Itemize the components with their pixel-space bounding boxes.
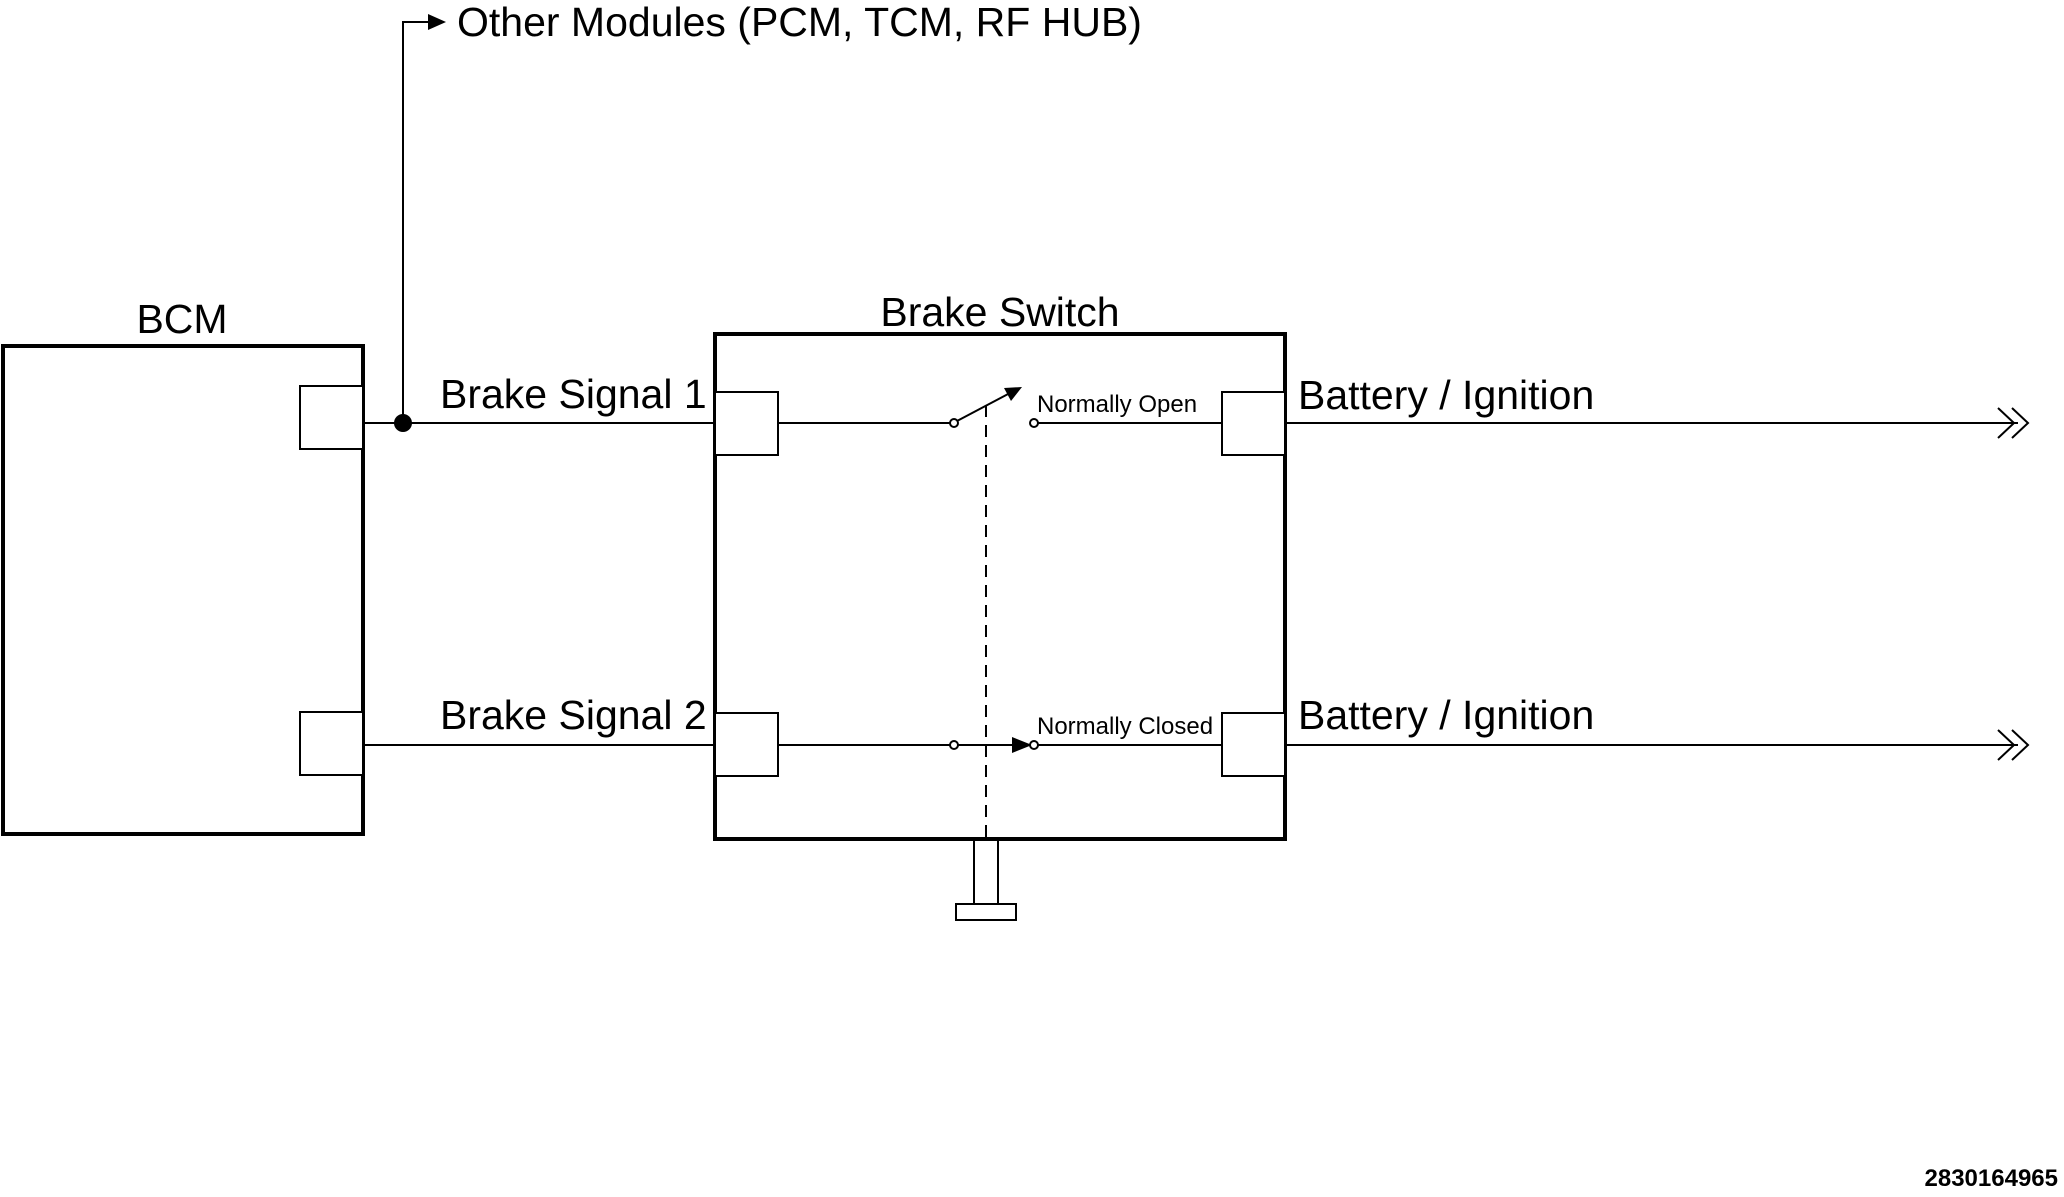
brake-signal-2-label: Brake Signal 2 [440,692,707,738]
other-modules-wire [402,21,440,423]
battery-ignition-1-continuation-icon [1997,407,2016,439]
splice-junction-dot [394,414,412,432]
switch-left-connector-1 [714,391,779,456]
battery-ignition-2-label: Battery / Ignition [1298,692,1594,738]
nc-contact-left-terminal [949,740,959,750]
brake-switch-label: Brake Switch [880,289,1119,335]
no-contact-right-terminal [1029,418,1039,428]
normally-closed-label: Normally Closed [1037,713,1213,740]
other-modules-label: Other Modules (PCM, TCM, RF HUB) [457,0,1142,45]
battery-ignition-2-continuation-icon [1997,729,2016,761]
brake-signal-1-label: Brake Signal 1 [440,371,707,417]
brake-switch-box [713,332,1287,841]
no-contact-arrowhead [1004,387,1022,401]
plunger-pad [955,903,1017,921]
bcm-label: BCM [136,296,227,342]
battery-ignition-1-label: Battery / Ignition [1298,372,1594,418]
normally-open-label: Normally Open [1037,391,1197,418]
switch-right-connector-2 [1221,712,1286,777]
no-contact-blade [956,392,1011,422]
battery-ignition-1-continuation-icon-2 [2011,407,2030,439]
battery-ignition-2-continuation-icon-2 [2011,729,2030,761]
bcm-connector-2 [299,711,364,776]
bcm-connector-1 [299,385,364,450]
bcm-box [1,344,365,836]
other-modules-arrowhead [428,14,446,30]
nc-contact-right-terminal [1029,740,1039,750]
switch-right-connector-1 [1221,391,1286,456]
no-contact-left-terminal [949,418,959,428]
switch-left-connector-2 [714,712,779,777]
nc-contact-arrowhead [1012,737,1032,753]
figure-id: 2830164965 [1925,1165,2058,1192]
